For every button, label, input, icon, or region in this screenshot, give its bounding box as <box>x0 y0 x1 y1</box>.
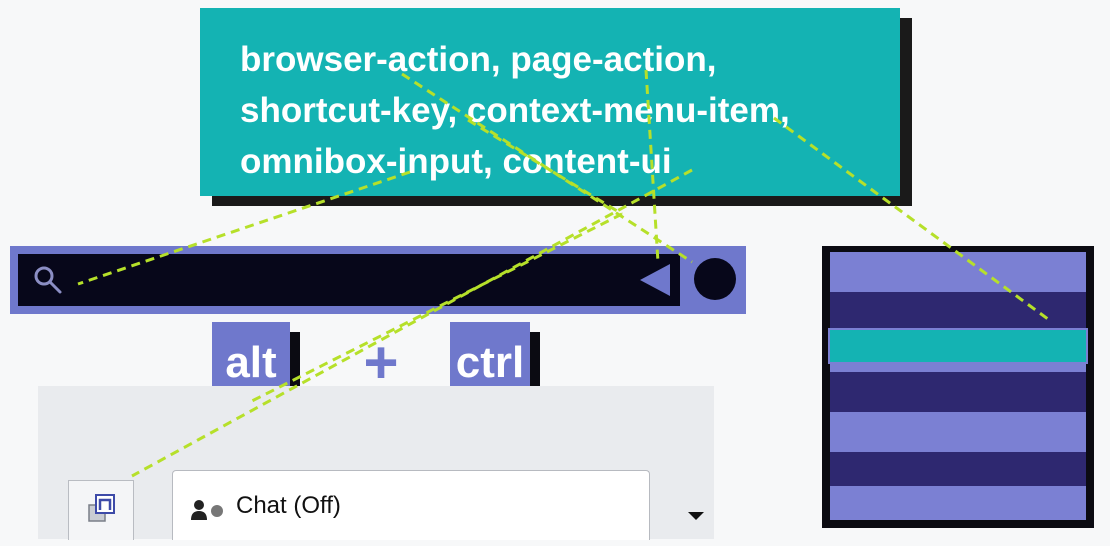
context-menu-item[interactable] <box>830 372 1086 412</box>
context-menu-item[interactable] <box>830 292 1086 332</box>
content-ui-button[interactable] <box>68 480 134 540</box>
banner-line-3: omnibox-input, content-ui <box>240 142 672 181</box>
banner-line-1: browser-action, page-action, <box>240 40 717 79</box>
context-menu-item[interactable] <box>830 252 1086 292</box>
chat-status-select[interactable] <box>172 470 650 540</box>
entry-points-text: browser-action, page-action, shortcut-ke… <box>240 34 900 187</box>
context-menu-item[interactable] <box>830 412 1086 452</box>
context-menu-item[interactable] <box>830 452 1086 492</box>
search-icon <box>34 266 62 294</box>
chevron-down-icon[interactable] <box>688 512 704 520</box>
plus-sign: + <box>363 329 399 396</box>
browser-action-circle-icon[interactable] <box>694 258 736 300</box>
context-menu-item-highlighted[interactable] <box>828 328 1088 364</box>
context-menu <box>822 246 1094 528</box>
extension-icon <box>88 494 115 522</box>
banner-line-2: shortcut-key, context-menu-item, <box>240 91 790 130</box>
context-menu-item[interactable] <box>830 486 1086 520</box>
chat-status-label: Chat (Off) <box>236 492 341 519</box>
person-status-icon <box>191 500 223 520</box>
omnibox-input[interactable] <box>18 254 680 306</box>
page-action-triangle-icon[interactable] <box>636 262 672 298</box>
